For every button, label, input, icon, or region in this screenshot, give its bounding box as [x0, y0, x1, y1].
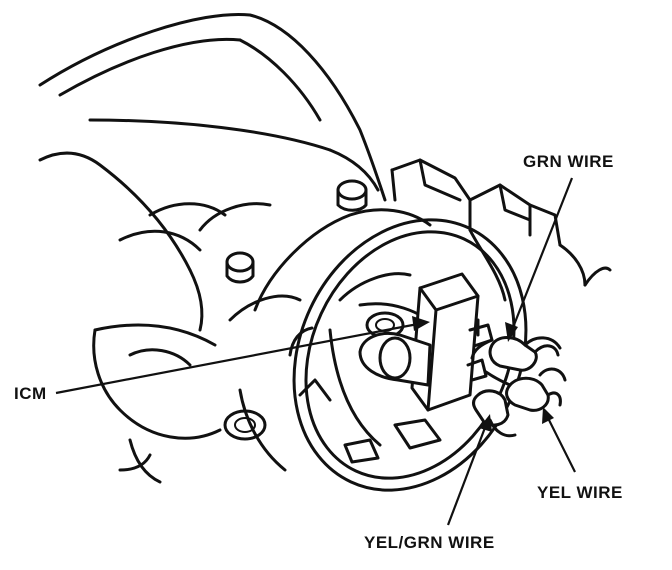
yel-wire-leader — [547, 417, 576, 473]
grn-wire-leader — [510, 177, 574, 331]
yel-grn-wire-arrowhead — [479, 414, 492, 432]
wire-connectors — [470, 336, 567, 438]
icm-module — [358, 272, 494, 412]
distributor-cap-section — [390, 158, 612, 302]
grn-wire-label: GRN WIRE — [523, 152, 614, 171]
yel-wire-label: YEL WIRE — [537, 483, 623, 502]
grn-wire-arrowhead — [505, 322, 518, 342]
icm-arrowhead — [412, 316, 430, 331]
yel-wire-arrowhead — [542, 407, 554, 424]
yel-grn-wire-leader — [446, 424, 488, 526]
engine-housing — [38, 12, 387, 484]
icm-label: ICM — [14, 384, 47, 403]
leader-lines — [55, 177, 576, 526]
icm-leader — [55, 322, 419, 395]
yel-grn-wire-label: YEL/GRN WIRE — [364, 533, 495, 552]
